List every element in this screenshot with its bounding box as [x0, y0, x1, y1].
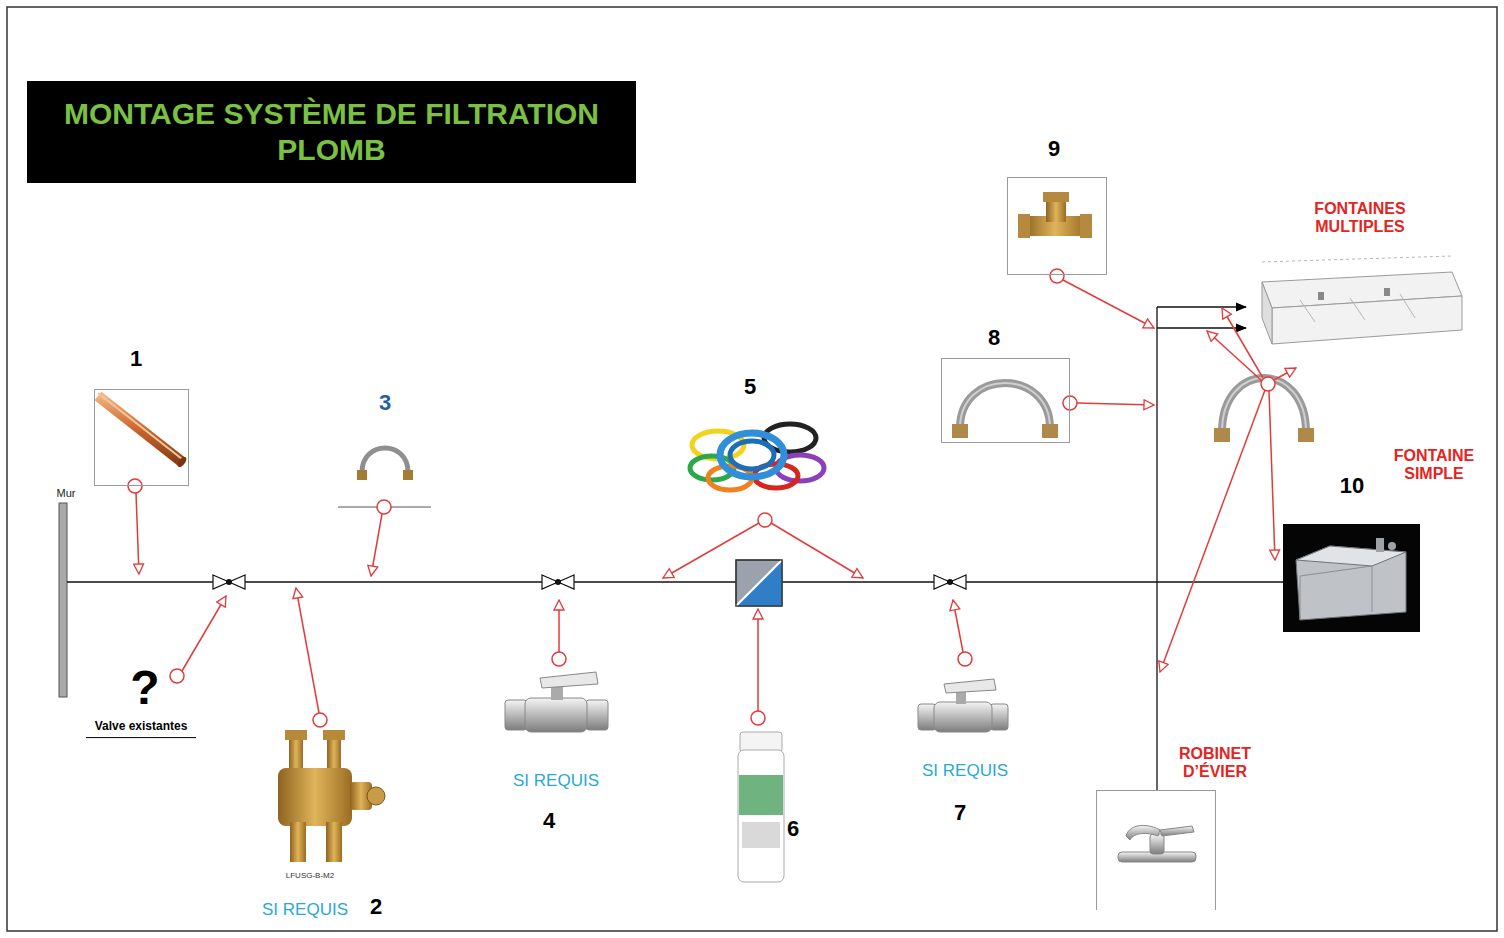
- callout-number: 3: [365, 390, 405, 415]
- existing-valve-note-holder: Valve existantes: [86, 720, 196, 738]
- callout-number: 1: [106, 346, 166, 371]
- part-heading: 1: [106, 346, 166, 371]
- unknown-mark: ?: [120, 660, 170, 715]
- part-code-holder: LFUSG-B-M2: [275, 871, 345, 880]
- callout-number-holder: 3: [365, 390, 405, 415]
- fixture-name: ROBINET D’ÉVIER: [1160, 745, 1270, 782]
- part-heading: ROBINET D’ÉVIER: [1160, 745, 1270, 782]
- optional-note-holder: SI REQUIS: [250, 900, 360, 920]
- title-band: MONTAGE SYSTÈME DE FILTRATION PLOMB: [27, 81, 636, 183]
- title-text: MONTAGE SYSTÈME DE FILTRATION PLOMB: [37, 96, 626, 168]
- callout-number-holder: 5: [730, 374, 770, 399]
- callout-number-holder: 2: [356, 894, 396, 919]
- wall-label: Mur: [46, 487, 86, 500]
- callout-number-holder: 6: [773, 816, 813, 841]
- callout-number: 6: [773, 816, 813, 841]
- callout-number: 4: [529, 808, 569, 833]
- fixture-name: FONTAINE SIMPLE: [1379, 447, 1489, 484]
- callout-number-holder: 10: [1332, 473, 1372, 498]
- unknown-mark-holder: ?: [120, 660, 170, 715]
- fixture-name-holder: FONTAINES MULTIPLES: [1300, 200, 1420, 237]
- wall-label-holder: Mur: [46, 487, 86, 500]
- callout-number: 9: [1024, 136, 1084, 161]
- part-frame: 9: [1007, 177, 1107, 275]
- part-code: LFUSG-B-M2: [275, 871, 345, 880]
- part-frame: 8: [941, 358, 1070, 443]
- callout-number: 8: [964, 325, 1024, 350]
- existing-valve-note: Valve existantes: [86, 720, 196, 738]
- callout-number: 2: [356, 894, 396, 919]
- callout-number: 7: [940, 800, 980, 825]
- fixture-name: FONTAINES MULTIPLES: [1300, 200, 1420, 237]
- optional-note-holder: SI REQUIS: [910, 761, 1020, 781]
- part-heading: 9: [1024, 136, 1084, 161]
- callout-number: 5: [730, 374, 770, 399]
- part-frame: ROBINET D’ÉVIER: [1096, 790, 1216, 910]
- optional-note: SI REQUIS: [910, 761, 1020, 781]
- optional-note: SI REQUIS: [501, 771, 611, 791]
- part-heading: 8: [964, 325, 1024, 350]
- callout-number-holder: 7: [940, 800, 980, 825]
- optional-note: SI REQUIS: [250, 900, 360, 920]
- part-frame: 1: [94, 389, 189, 486]
- optional-note-holder: SI REQUIS: [501, 771, 611, 791]
- callout-number-holder: 4: [529, 808, 569, 833]
- callout-number: 10: [1332, 473, 1372, 498]
- fixture-name-holder: FONTAINE SIMPLE: [1379, 447, 1489, 484]
